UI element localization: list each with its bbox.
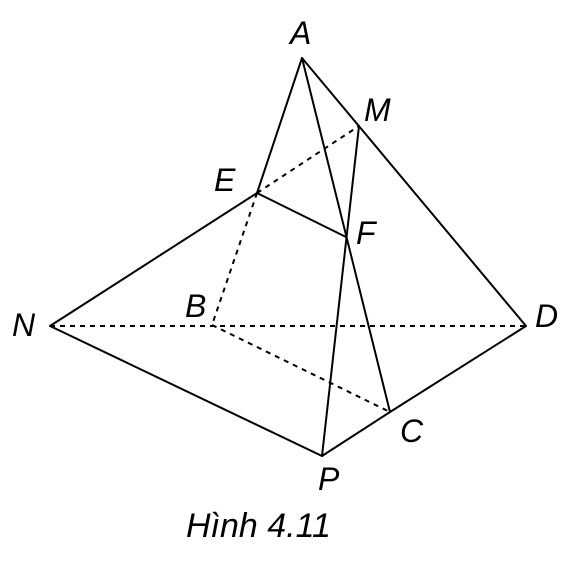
- label-P: P: [318, 461, 340, 497]
- label-F: F: [356, 215, 378, 251]
- label-D: D: [535, 298, 558, 334]
- label-C: C: [400, 413, 424, 449]
- label-B: B: [185, 288, 206, 324]
- hidden-edge-B-C: [211, 324, 391, 413]
- label-E: E: [214, 162, 236, 198]
- edge-A-D: [301, 57, 527, 327]
- edge-E-F: [256, 192, 347, 238]
- label-A: A: [288, 15, 311, 51]
- edge-P-C: [321, 411, 391, 457]
- edge-A-E: [256, 57, 303, 194]
- figure-caption: Hình 4.11: [186, 507, 331, 545]
- label-M: M: [364, 92, 391, 128]
- hidden-edge-E-B: [211, 192, 258, 326]
- edge-N-P: [49, 325, 323, 457]
- edge-C-D: [389, 325, 527, 413]
- label-N: N: [12, 307, 36, 343]
- edge-N-E: [49, 192, 258, 327]
- hidden-edge-E-M: [256, 125, 360, 194]
- edge-M-P: [321, 125, 360, 457]
